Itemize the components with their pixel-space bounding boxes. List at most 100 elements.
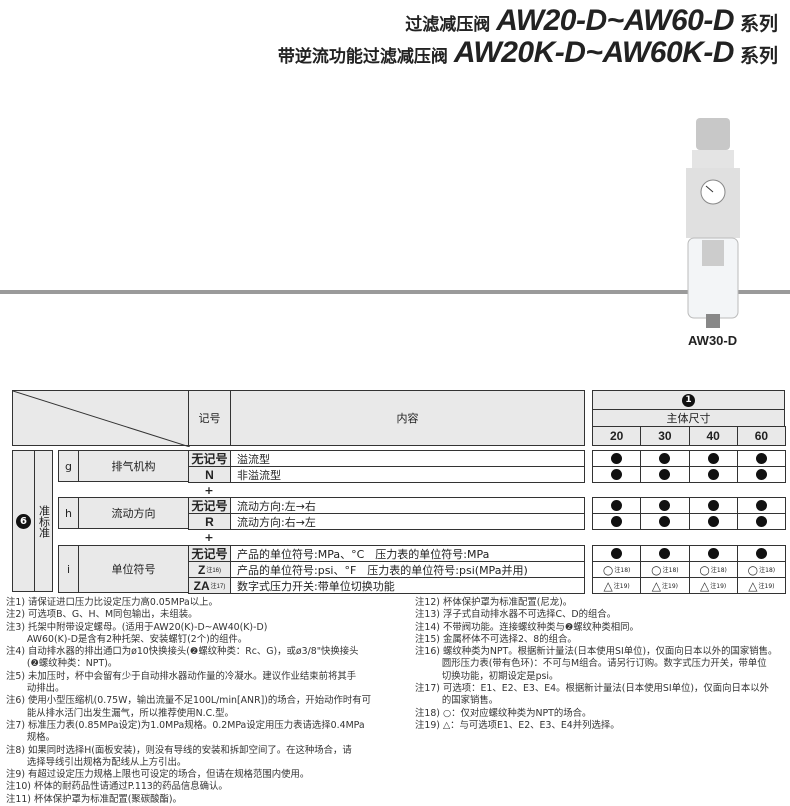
header-body-size: 主体尺寸	[592, 409, 785, 427]
available-dot-icon	[659, 548, 671, 559]
availability-cell	[592, 545, 642, 562]
option-content: 非溢流型	[230, 466, 585, 483]
note-line: 注9) 有超过设定压力规格上限也可设定的场合，但请在规格范围内使用。	[6, 769, 310, 781]
group-name: 排气机构	[78, 450, 189, 482]
availability-cell	[640, 497, 690, 514]
triangle-outline-icon: △	[748, 578, 758, 593]
note-line: 注4) 自动排水器的排出通口为ø10快换接头(❷螺纹种类：Rc、G)，或ø3/8…	[6, 646, 359, 658]
option-code: N	[188, 466, 231, 483]
note-line: 注10) 杯体的耐药品性请通过P.113的药品信息确认。	[6, 781, 228, 793]
available-dot-icon	[755, 548, 767, 559]
diagonal-header-cell	[12, 390, 190, 447]
availability-cell: ○注18)	[688, 561, 738, 578]
note-line: AW60(K)-D是含有2种托架、安装螺钉(2个)的组件。	[6, 633, 248, 645]
option-content: 流动方向:右→左	[230, 513, 585, 530]
note-line: 能从排水活门出发生漏气，所以推荐使用N.C.型。	[6, 707, 234, 719]
note-line: 圆形压力表(带有色环)：不可与M组合。请另行订购。数字式压力开关，带单位	[415, 658, 767, 670]
available-dot-icon	[611, 516, 623, 527]
header-code: 记号	[188, 390, 231, 446]
group-letter: g	[58, 450, 79, 482]
availability-cell: △注19)	[640, 577, 690, 594]
option-code: R	[188, 513, 231, 530]
header-size-40: 40	[688, 426, 738, 446]
plus-sign: +	[204, 531, 214, 544]
option-content: 数字式压力开关:带单位切换功能	[230, 577, 585, 594]
availability-cell	[640, 450, 690, 467]
availability-cell: ○注18)	[736, 561, 786, 578]
group-name: 流动方向	[78, 497, 189, 529]
plus-sign: +	[204, 484, 214, 497]
group-letter: h	[58, 497, 79, 529]
title-suffix: 系列	[739, 45, 778, 67]
available-dot-icon	[611, 453, 623, 464]
availability-cell	[688, 545, 738, 562]
title-suffix: 系列	[739, 13, 778, 35]
circle-outline-icon: ○	[747, 562, 759, 577]
availability-cell	[592, 513, 642, 530]
note-line: 注11) 杯体保护罩为标准配置(聚碳酸酯)。	[6, 793, 182, 805]
availability-cell	[688, 466, 738, 483]
note-line: 注18) ○：仅对应螺纹种类为NPT的场合。	[415, 707, 592, 719]
available-dot-icon	[707, 469, 719, 480]
title-model: AW20-D~AW60-D	[496, 4, 734, 37]
availability-cell	[736, 450, 786, 467]
product-image	[686, 118, 740, 328]
note-line: 注7) 标准压力表(0.85MPa设定)为1.0MPa规格。0.2MPa设定用压…	[6, 719, 365, 731]
available-dot-icon	[659, 453, 671, 464]
availability-cell	[736, 466, 786, 483]
note-line: 注3) 托架中附带设定螺母。(适用于AW20(K)-D~AW40(K)-D)	[6, 621, 268, 633]
title-line-2: 带逆流功能过滤减压阀 AW20K-D~AW60K-D 系列	[278, 36, 778, 70]
availability-cell	[592, 450, 642, 467]
notes-left: 注1) 请保证进口压力比设定压力高0.05MPa以上。注2) 可选项B、G、H、…	[6, 597, 371, 806]
availability-cell	[592, 466, 642, 483]
title-line-1: 过滤减压阀 AW20-D~AW60-D 系列	[405, 4, 778, 38]
note-line: 选择导线引出规格为配线从上方引出。	[6, 756, 187, 768]
availability-cell: △注19)	[592, 577, 642, 594]
availability-cell	[736, 513, 786, 530]
note-line: 注5) 未加压时，杯中会留有少于自动排水器动作量的冷凝水。建议作业结束前将其手	[6, 670, 357, 682]
option-content: 流动方向:左→右	[230, 497, 585, 514]
divider-line	[0, 290, 790, 294]
header-content: 内容	[230, 390, 585, 446]
availability-cell	[640, 545, 690, 562]
note-line: 的国家销售。	[415, 695, 499, 707]
note-line: 动排出。	[6, 683, 65, 695]
availability-cell	[688, 497, 738, 514]
note-line: 注1) 请保证进口压力比设定压力高0.05MPa以上。	[6, 597, 218, 608]
note-line: 注13) 浮子式自动排水器不可选择C、D的组合。	[415, 609, 617, 621]
note-line: 注12) 杯体保护罩为标准配置(尼龙)。	[415, 597, 573, 608]
available-dot-icon	[659, 469, 671, 480]
option-code: 无记号	[188, 497, 231, 514]
note-line: (❷螺纹种类：NPT)。	[6, 658, 118, 670]
option-code: 无记号	[188, 450, 231, 467]
circle-outline-icon: ○	[602, 562, 614, 577]
availability-cell	[640, 466, 690, 483]
available-dot-icon	[659, 516, 671, 527]
note-line: 注2) 可选项B、G、H、M同包输出，未组装。	[6, 609, 198, 621]
note-line: 注8) 如果同时选择H(面板安装)，则没有导线的安装和拆卸空间了。在这种场合，请	[6, 744, 352, 756]
availability-cell	[688, 513, 738, 530]
header-size-20: 20	[592, 426, 642, 446]
section-label: 准标准	[34, 450, 53, 592]
note-line: 注14) 不带阀功能。连接螺纹种类与❷螺纹种类相同。	[415, 621, 639, 633]
triangle-outline-icon: △	[651, 578, 661, 593]
section-number: 6	[12, 450, 35, 592]
option-content: 产品的单位符号:psi、°F 压力表的单位符号:psi(MPa并用)	[230, 561, 585, 578]
group-name: 单位符号	[78, 545, 189, 593]
available-dot-icon	[659, 500, 671, 511]
available-dot-icon	[755, 453, 767, 464]
available-dot-icon	[611, 548, 623, 559]
availability-cell	[688, 450, 738, 467]
availability-cell	[736, 545, 786, 562]
option-content: 溢流型	[230, 450, 585, 467]
triangle-outline-icon: △	[700, 578, 710, 593]
header-size-30: 30	[640, 426, 690, 446]
availability-cell	[592, 497, 642, 514]
note-line: 注19) △：与可选项E1、E2、E3、E4并列选择。	[415, 719, 620, 731]
header-size-60: 60	[736, 426, 786, 446]
availability-cell: ○注18)	[592, 561, 642, 578]
availability-cell	[736, 497, 786, 514]
available-dot-icon	[755, 500, 767, 511]
